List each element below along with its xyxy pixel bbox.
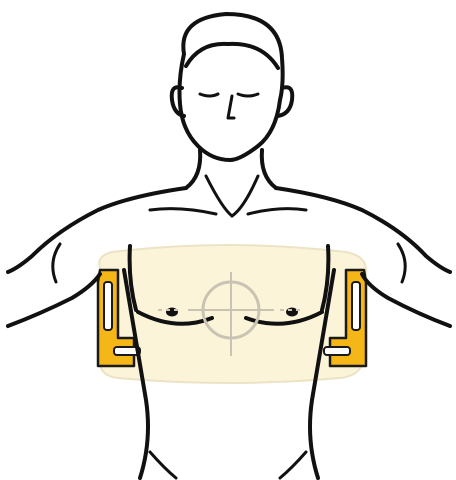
neck-left xyxy=(186,150,200,188)
neck-muscle-right xyxy=(232,176,258,216)
hairline xyxy=(186,44,278,68)
right-bicep xyxy=(398,244,405,282)
head-outline xyxy=(180,14,283,160)
nose xyxy=(228,96,234,118)
bracket-slot xyxy=(324,347,350,355)
neck-right xyxy=(262,150,276,188)
neck-muscle-left xyxy=(206,176,232,216)
right-eye xyxy=(238,94,258,96)
right-inner-arm xyxy=(362,274,450,326)
bracket-slot xyxy=(104,282,112,330)
left-bicep xyxy=(53,244,60,282)
right-nipple xyxy=(286,308,298,317)
left-clavicle xyxy=(150,209,216,214)
left-nipple xyxy=(166,308,178,317)
right-clavicle xyxy=(248,209,306,214)
right-hip xyxy=(280,452,306,478)
left-eye xyxy=(200,94,218,96)
left-hip xyxy=(150,452,176,478)
bracket-slot xyxy=(352,282,360,330)
left-inner-arm xyxy=(8,274,100,326)
